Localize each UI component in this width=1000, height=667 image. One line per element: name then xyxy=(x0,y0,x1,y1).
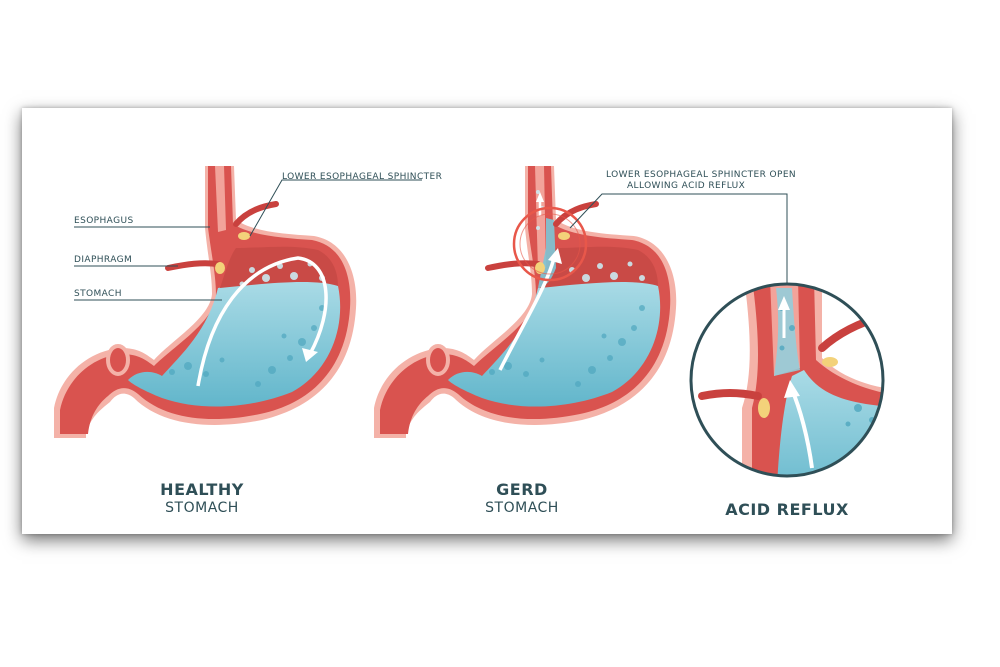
label-lower-esophageal-sphincter: LOWER ESOPHAGEAL SPHINCTER xyxy=(282,172,443,182)
label-les-open-line1: LOWER ESOPHAGEAL SPHINCTER OPEN xyxy=(606,170,797,180)
label-diaphragm: DIAPHRAGM xyxy=(74,255,133,265)
caption-acid-reflux: ACID REFLUX xyxy=(725,500,849,519)
caption-gerd-title: GERD xyxy=(496,480,548,499)
caption-gerd-subtitle: STOMACH xyxy=(485,500,559,516)
label-stomach: STOMACH xyxy=(74,289,122,299)
label-esophagus: ESOPHAGUS xyxy=(74,216,134,226)
healthy-stomach xyxy=(54,166,357,438)
gerd-stomach xyxy=(374,166,677,438)
illustration-card: LOWER ESOPHAGEAL SPHINCTER ESOPHAGUS DIA… xyxy=(22,108,952,534)
sphincter-highlight-circle xyxy=(512,206,588,282)
label-les-open-line2: ALLOWING ACID REFLUX xyxy=(627,181,746,191)
leader-lines xyxy=(74,179,788,301)
caption-healthy-title: HEALTHY xyxy=(160,480,244,499)
acid-reflux-zoom xyxy=(689,282,885,478)
caption-healthy-subtitle: STOMACH xyxy=(165,500,239,516)
stomach-diagram xyxy=(54,166,885,478)
